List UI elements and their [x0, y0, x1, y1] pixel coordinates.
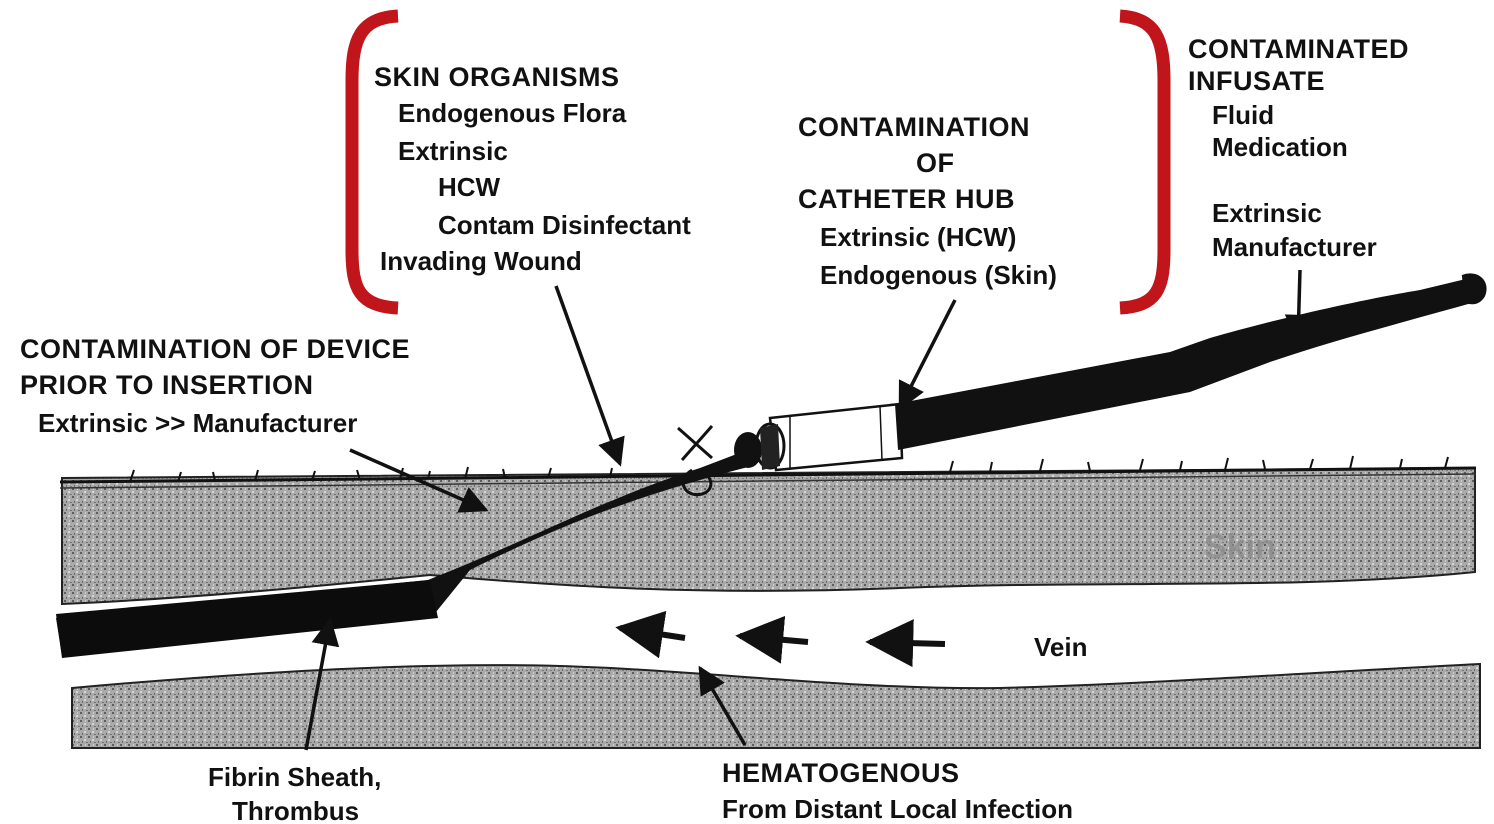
- right-bracket: [1120, 16, 1164, 308]
- infusate-manufacturer: Manufacturer: [1212, 234, 1377, 260]
- device-extrinsic: Extrinsic >> Manufacturer: [38, 410, 357, 436]
- hematogenous-title: HEMATOGENOUS: [722, 760, 960, 787]
- device-title-line1: CONTAMINATION OF DEVICE: [20, 336, 410, 363]
- hub-title-line2: OF: [916, 150, 955, 177]
- skin-organisms-disinfectant: Contam Disinfectant: [438, 212, 691, 238]
- skin-organisms-hcw: HCW: [438, 174, 500, 200]
- infusate-title-line2: INFUSATE: [1188, 68, 1325, 95]
- skin-organisms-wound: Invading Wound: [380, 248, 582, 274]
- fibrin-line1: Fibrin Sheath,: [208, 764, 381, 790]
- hub-endogenous: Endogenous (Skin): [820, 262, 1057, 288]
- infusate-medication: Medication: [1212, 134, 1348, 160]
- skin-organisms-endogenous: Endogenous Flora: [398, 100, 626, 126]
- vein-label: Vein: [1034, 634, 1087, 660]
- skin-label: Skin: [1204, 528, 1276, 567]
- fibrin-line2: Thrombus: [232, 798, 359, 824]
- infusate-title-line1: CONTAMINATED: [1188, 36, 1409, 63]
- infusion-tubing: [895, 278, 1482, 450]
- hub-extrinsic: Extrinsic (HCW): [820, 224, 1016, 250]
- vein-lower-tissue: [72, 664, 1480, 748]
- infusion-tubing-end: [1462, 274, 1486, 303]
- hub-title-line1: CONTAMINATION: [798, 114, 1030, 141]
- device-title-line2: PRIOR TO INSERTION: [20, 372, 314, 399]
- infusate-fluid: Fluid: [1212, 102, 1274, 128]
- catheter-hub: [734, 404, 902, 470]
- blood-flow-arrows: [620, 628, 945, 644]
- skin-organisms-title: SKIN ORGANISMS: [374, 64, 620, 91]
- hematogenous-sub: From Distant Local Infection: [722, 796, 1073, 822]
- skin-organisms-extrinsic: Extrinsic: [398, 138, 508, 164]
- infusate-extrinsic: Extrinsic: [1212, 200, 1322, 226]
- hub-title-line3: CATHETER HUB: [798, 186, 1015, 213]
